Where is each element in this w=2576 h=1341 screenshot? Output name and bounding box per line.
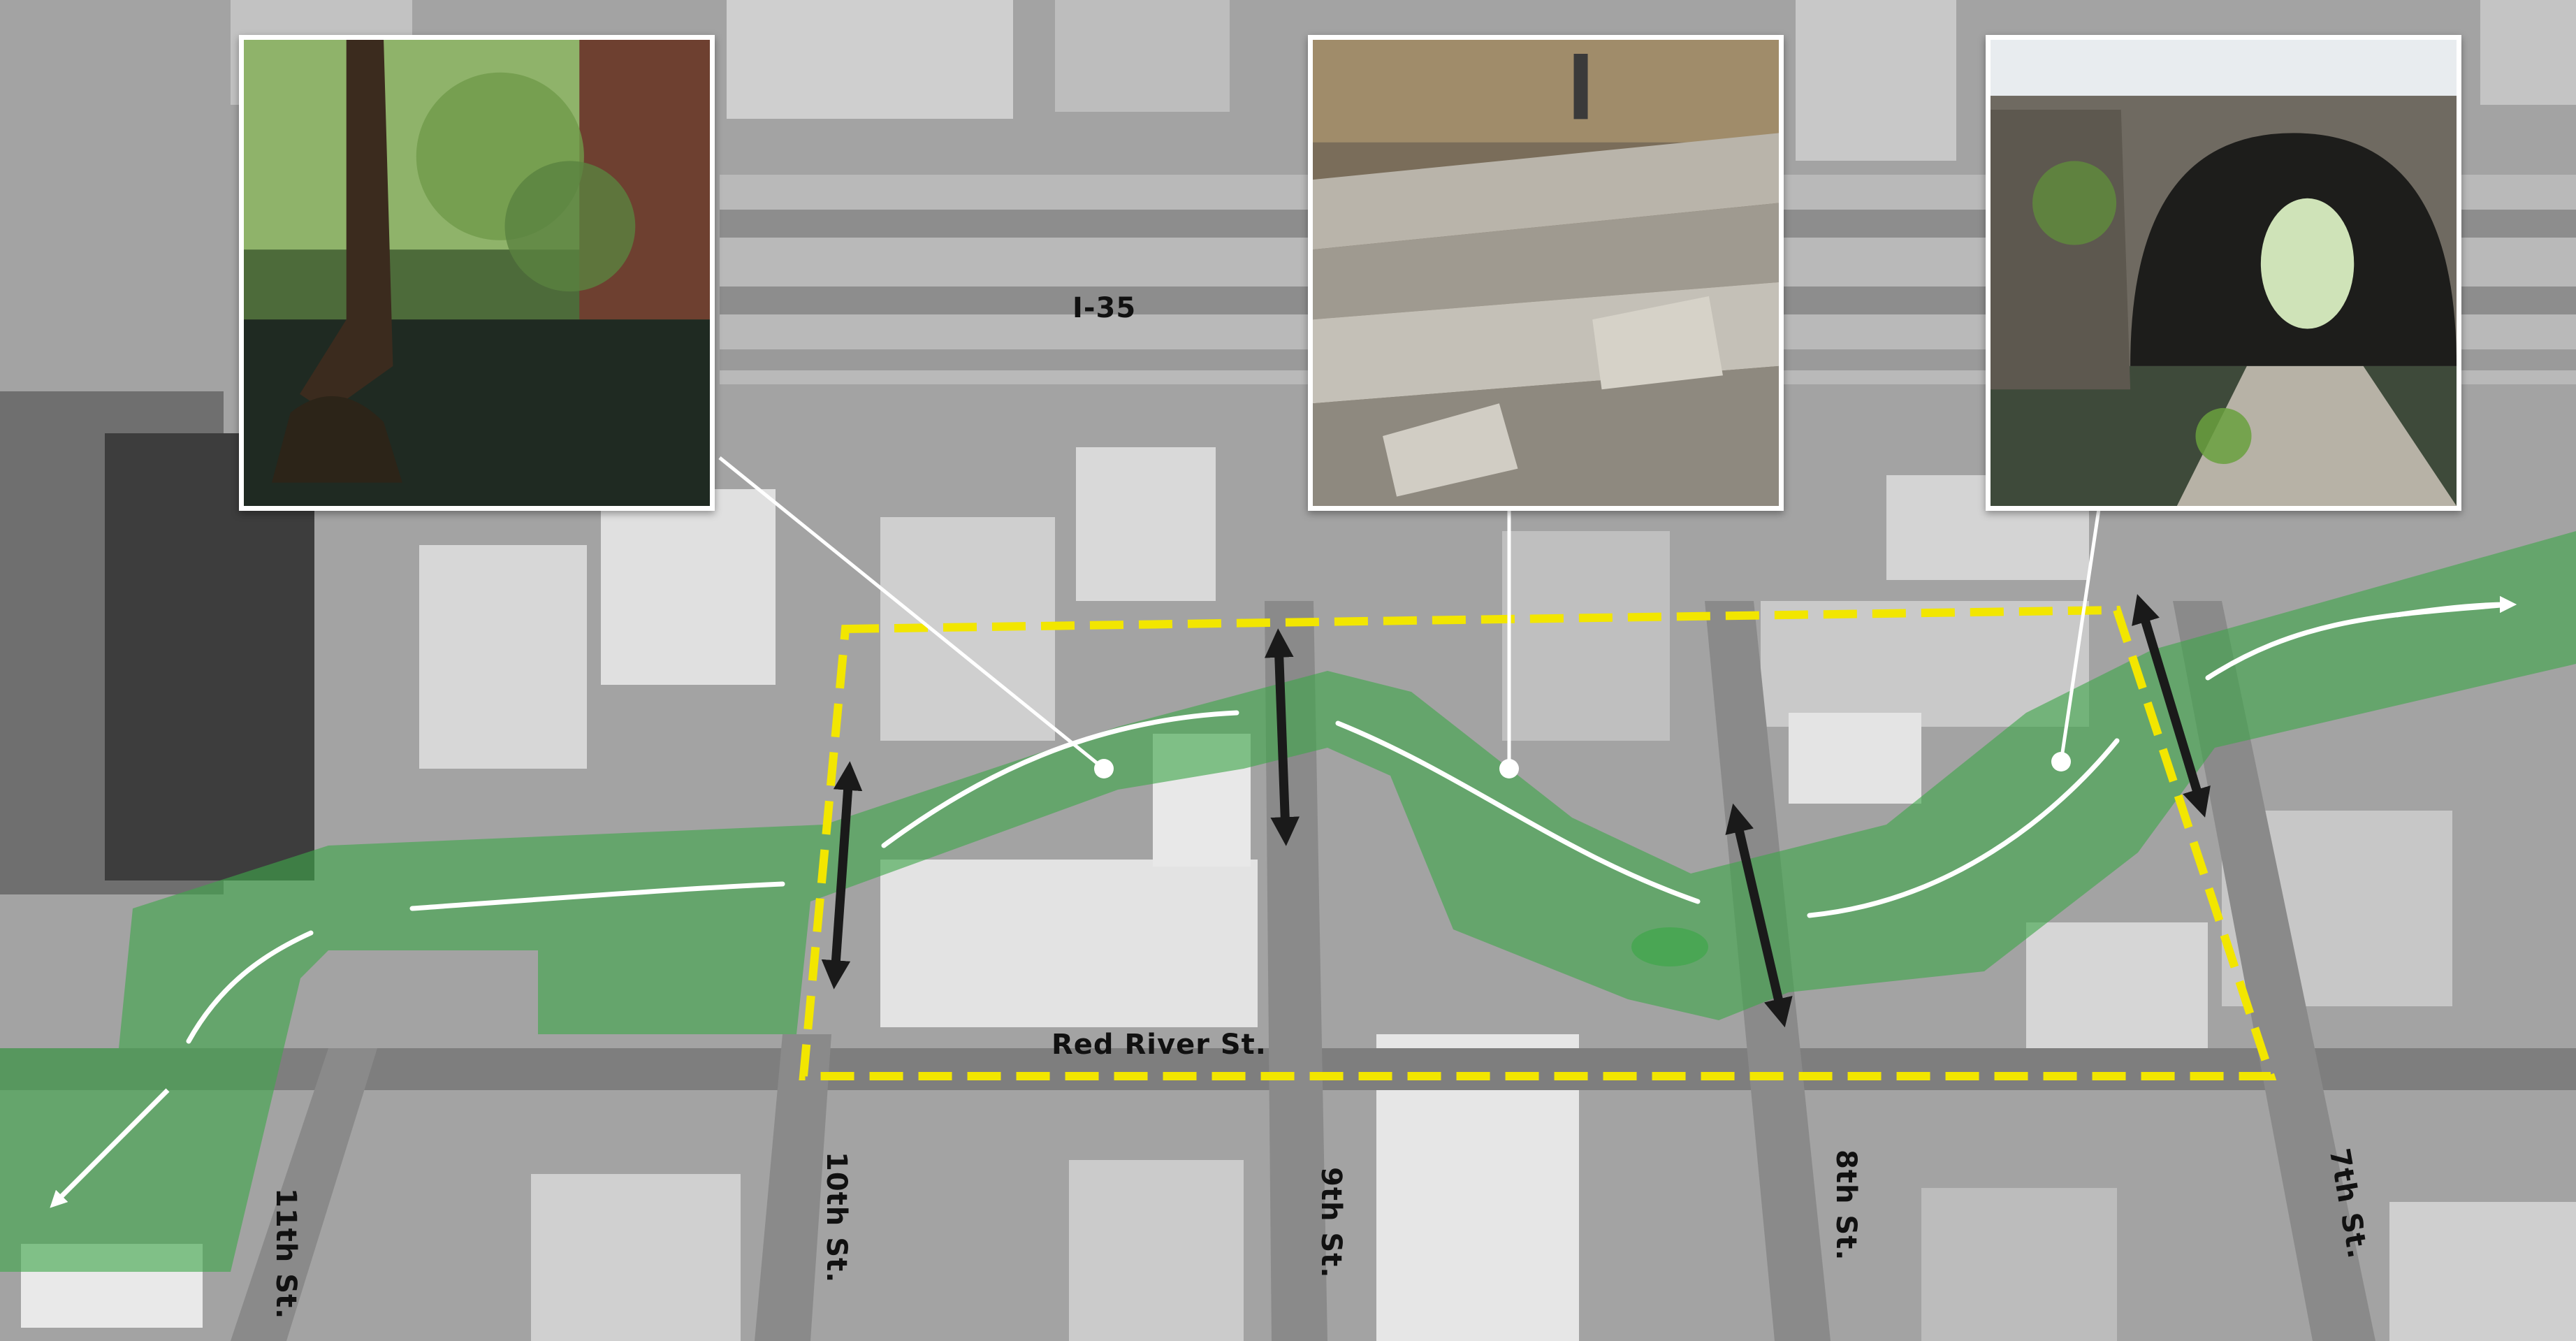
trail-line <box>186 602 2511 1044</box>
streets <box>0 601 2576 1341</box>
photo-cypress-creek <box>239 35 715 511</box>
photo-callouts <box>718 456 2102 778</box>
connection-arrows <box>821 594 2211 1028</box>
photo-stone-steps <box>1308 35 1784 511</box>
trail-arrow-east <box>2396 595 2517 618</box>
street-label-11th: 11th St. <box>270 1188 302 1320</box>
pond <box>1631 927 1708 966</box>
study-area-outline <box>799 605 2277 1080</box>
main-street-label: Red River St. <box>1051 1029 1267 1061</box>
street-label-10th: 10th St. <box>820 1152 852 1284</box>
street-label-8th: 8th St. <box>1830 1150 1862 1261</box>
trail-arrow-southwest <box>50 1088 170 1208</box>
street-label-9th: 9th St. <box>1315 1167 1347 1279</box>
highway-label: I-35 <box>1072 292 1137 324</box>
photo-stone-tunnel <box>1986 35 2461 511</box>
